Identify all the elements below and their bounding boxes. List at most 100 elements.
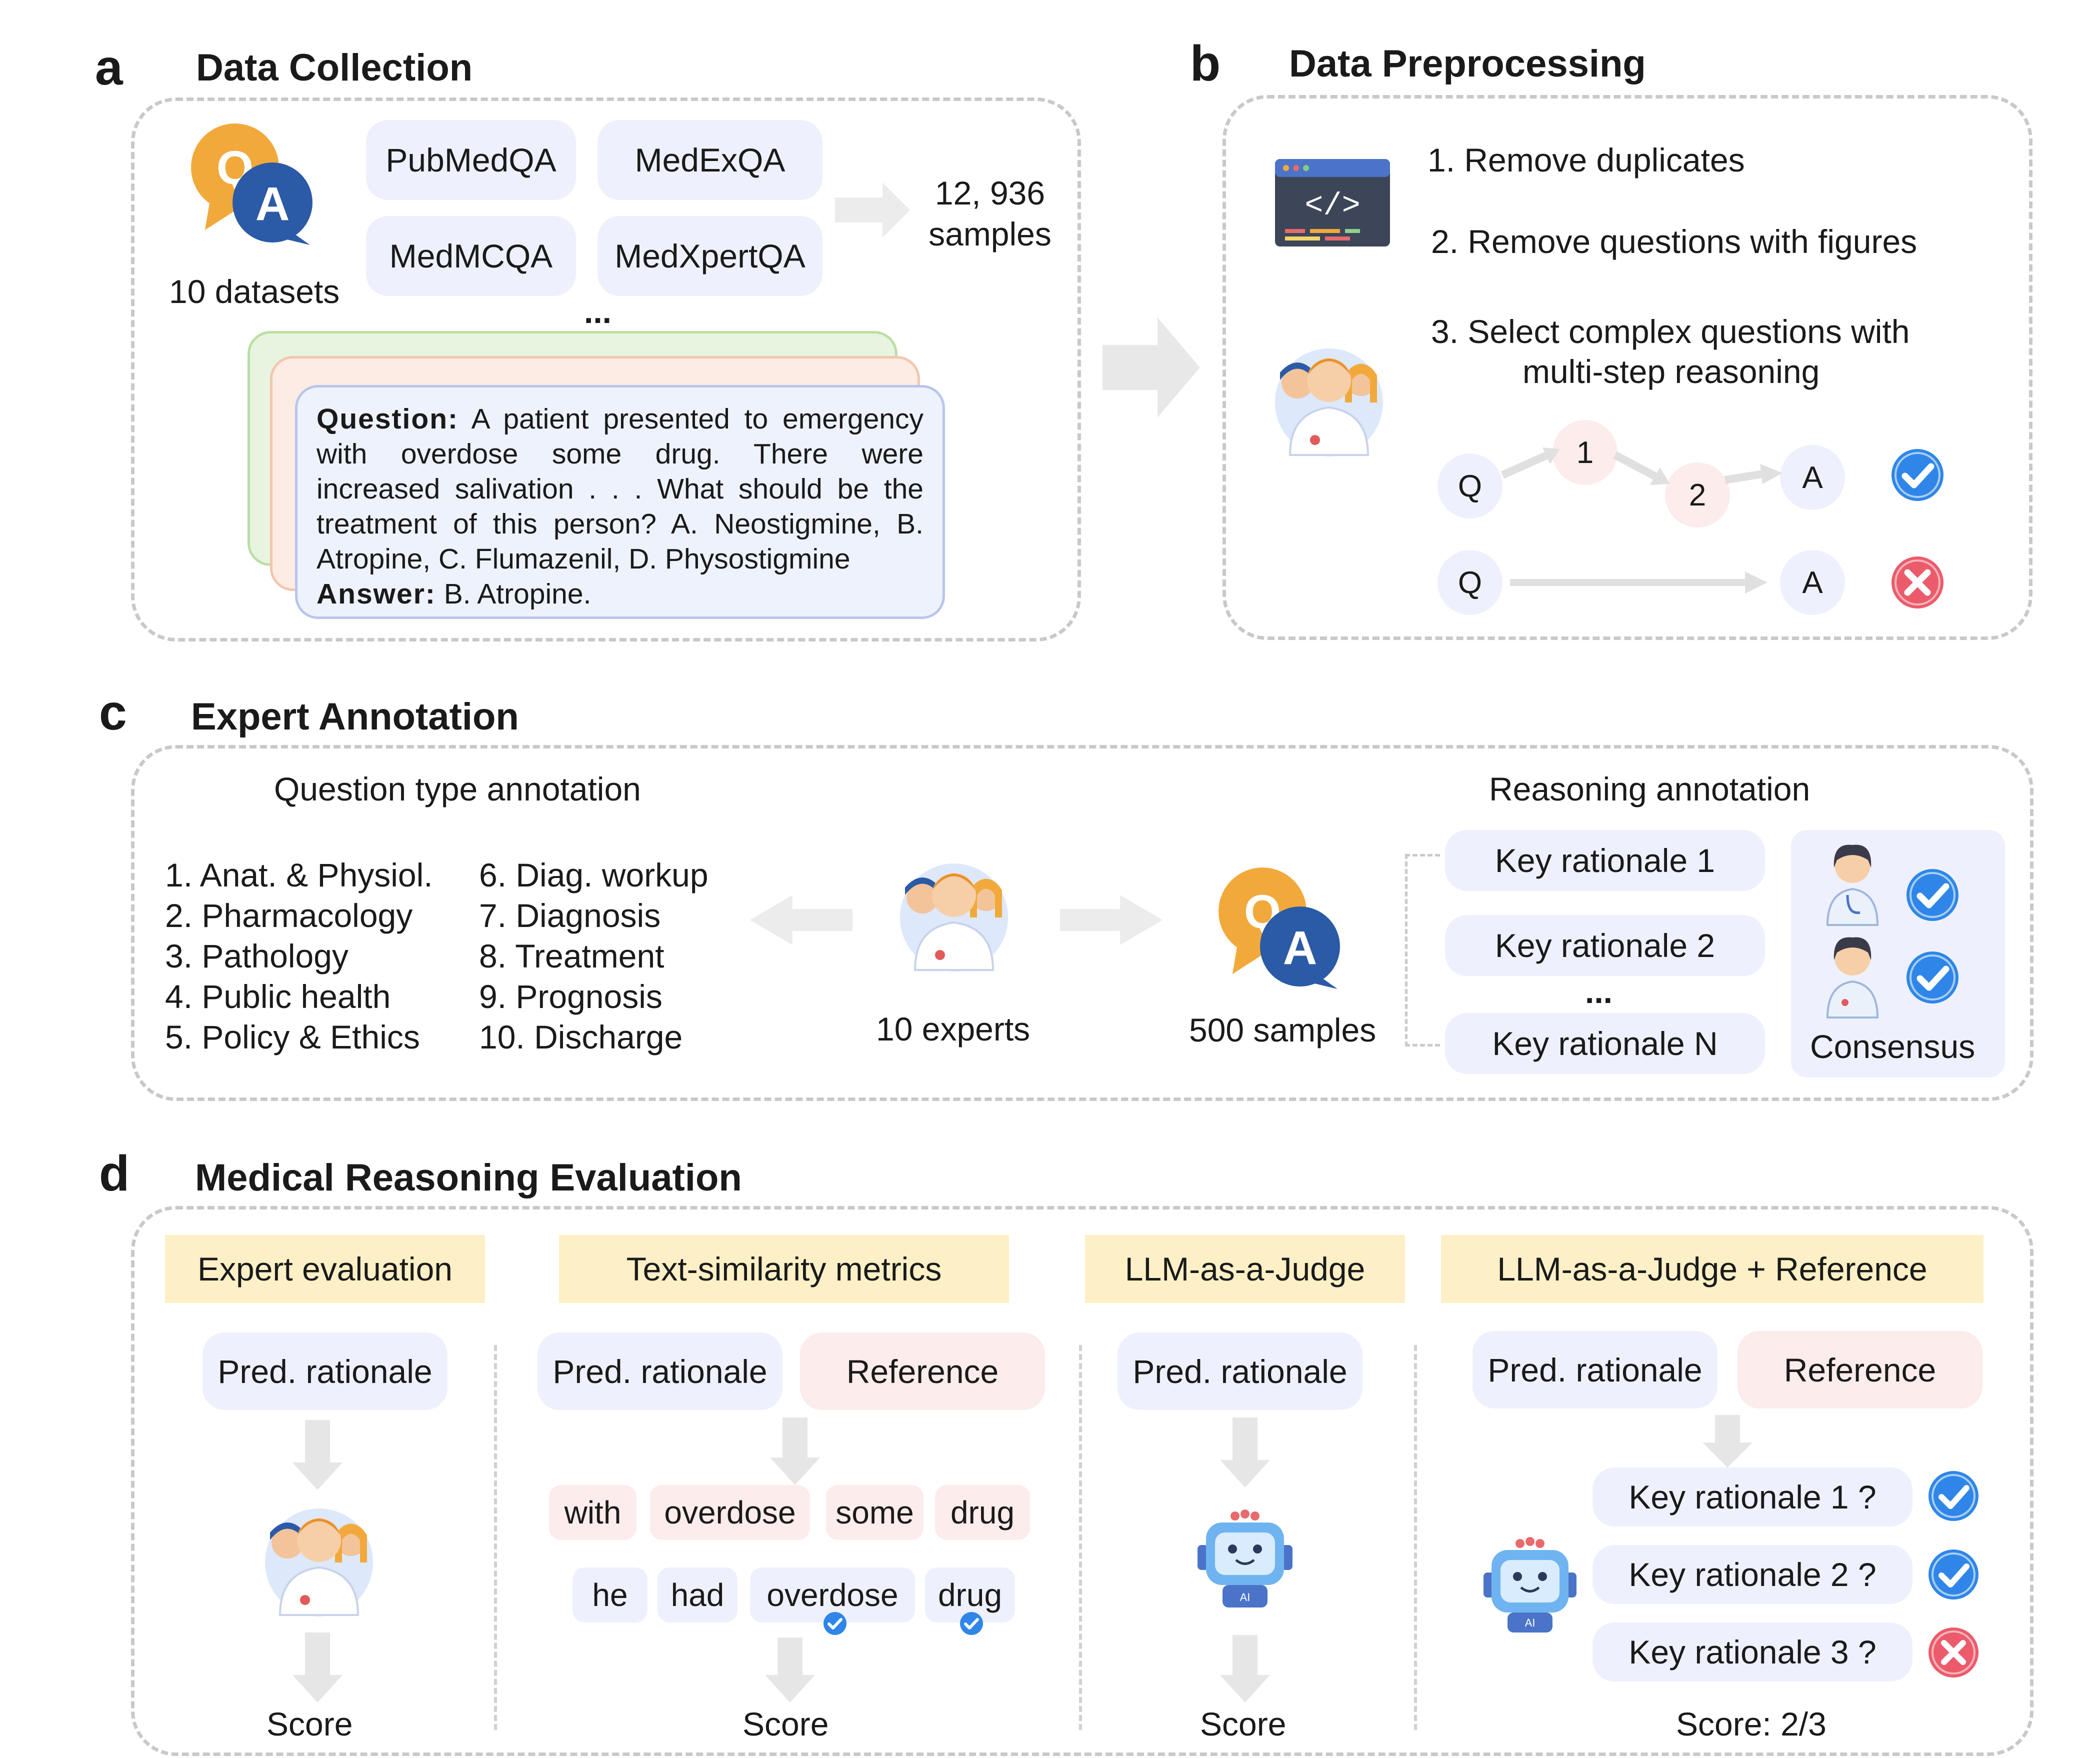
pred-rationale: Pred. rationale [1472, 1331, 1718, 1408]
arrow-down-icon [292, 1420, 342, 1490]
score-label: Score [1200, 1706, 1286, 1742]
check-icon [960, 1612, 983, 1635]
question-text: Question: A patient presented to emergen… [316, 403, 924, 610]
step-multi-step: multi-step reasoning [1522, 353, 1820, 390]
arrow-right-icon [835, 182, 910, 238]
qtype-list-left: 1. Anat. & Physiol. 2. Pharmacology 3. P… [165, 855, 433, 1058]
svg-text:A: A [256, 178, 290, 230]
doctor-female-icon [1826, 844, 1879, 926]
robot-icon: AI [1484, 1537, 1576, 1632]
arrow-down-icon [770, 1418, 820, 1485]
token-ref: with [549, 1485, 636, 1540]
check-icon [824, 1612, 846, 1635]
datasets-ellipsis: ... [584, 293, 612, 330]
arrow-down-icon [1702, 1415, 1752, 1468]
experts-label: 10 experts [876, 1010, 1030, 1048]
svg-text:AI: AI [1525, 1616, 1536, 1629]
svg-text:A: A [1283, 922, 1318, 974]
panel-a-frame [131, 98, 1081, 642]
dataset-medmcqa: MedMCQA [366, 216, 576, 296]
dataset-medexqa: MedExQA [598, 120, 822, 200]
key-check-1: Key rationale 1 ? [1592, 1468, 1912, 1526]
token-ref: overdose [650, 1485, 810, 1540]
panel-c-letter: c [99, 684, 127, 740]
experts-icon [900, 864, 1008, 972]
arrow-down-icon [292, 1632, 342, 1702]
arrow-down-icon [1220, 1418, 1270, 1488]
qtype-item: 3. Pathology [165, 938, 348, 974]
dataset-pubmedqa: PubMedQA [366, 120, 576, 200]
panel-b-frame [1222, 95, 2032, 640]
cross-icon [1892, 556, 1944, 608]
key-check-3: Key rationale 3 ? [1592, 1622, 1912, 1682]
samples-count: 12, 936 samples [928, 174, 1052, 252]
panel-d-frame [131, 1206, 2034, 1756]
column-divider [1414, 1345, 1417, 1730]
check-icon [1928, 1550, 1978, 1600]
check-icon [1906, 869, 1958, 921]
token-pred: overdose [750, 1568, 915, 1622]
pred-rationale: Pred. rationale [538, 1332, 782, 1410]
check-icon [1906, 952, 1958, 1004]
qtype-item: 9. Prognosis [479, 978, 662, 1015]
code-window-icon: </> [1275, 159, 1390, 246]
direct-arrow-icon [1510, 572, 1768, 594]
panel-b-letter: b [1190, 36, 1221, 92]
panel-d-letter: d [99, 1146, 130, 1202]
qa-icon: Q A [1218, 868, 1340, 989]
nurse-female-icon [1826, 937, 1879, 1018]
token-pred: he [572, 1568, 648, 1622]
header-expert-evaluation: Expert evaluation [165, 1235, 485, 1303]
score-label: Score [266, 1706, 353, 1742]
node-step-1: 1 [1552, 420, 1618, 485]
arrow-right-icon [1060, 895, 1162, 945]
qtype-item: 1. Anat. & Physiol. [165, 856, 433, 894]
big-arrow-right-icon [1102, 318, 1200, 418]
panel-b-title: Data Preprocessing [1289, 42, 1646, 85]
cross-icon [1928, 1628, 1978, 1678]
key-check-2: Key rationale 2 ? [1592, 1545, 1912, 1604]
consensus-label: Consensus [1810, 1028, 1976, 1065]
qtype-item: 10. Discharge [479, 1018, 683, 1056]
key-rationale-n: Key rationale N [1445, 1013, 1765, 1074]
step-remove-figures: 2. Remove questions with figures [1431, 223, 1918, 260]
qtype-item: 2. Pharmacology [165, 897, 413, 934]
column-divider [1079, 1345, 1082, 1730]
step-select-complex: 3. Select complex questions with [1431, 313, 1910, 350]
qa-icon: Q A [191, 124, 312, 245]
chain-arrows-icon [1500, 448, 1782, 485]
panel-d-title: Medical Reasoning Evaluation [195, 1156, 742, 1199]
panel-c-title: Expert Annotation [191, 696, 519, 738]
token-ref: drug [935, 1485, 1030, 1540]
node-a-2: A [1780, 550, 1845, 615]
key-rationale-1: Key rationale 1 [1445, 830, 1765, 891]
pred-rationale: Pred. rationale [1118, 1332, 1362, 1410]
experts-icon [265, 1508, 373, 1616]
dataset-medxpertqa: MedXpertQA [598, 216, 822, 296]
rationale-ellipsis: ... [1585, 973, 1613, 1010]
samples-label: 500 samples [1189, 1012, 1376, 1048]
qtype-list-right: 6. Diag. workup 7. Diagnosis 8. Treatmen… [479, 855, 708, 1058]
experts-icon [1275, 348, 1383, 456]
node-a-1: A [1780, 445, 1845, 510]
panel-c-frame [131, 745, 2034, 1101]
arrow-down-icon [1220, 1635, 1270, 1702]
check-icon [1928, 1471, 1978, 1521]
node-step-2: 2 [1665, 462, 1730, 528]
token-pred: had [658, 1568, 738, 1622]
datasets-label: 10 datasets [169, 273, 340, 310]
header-llm-judge-reference: LLM-as-a-Judge + Reference [1441, 1235, 1984, 1303]
check-icon [1892, 449, 1944, 501]
key-rationale-2: Key rationale 2 [1445, 915, 1765, 976]
step-remove-duplicates: 1. Remove duplicates [1428, 142, 1745, 178]
node-q-2: Q [1438, 550, 1502, 615]
qtype-item: 5. Policy & Ethics [165, 1018, 420, 1056]
qtype-item: 4. Public health [165, 978, 391, 1015]
arrow-left-icon [750, 895, 852, 945]
consensus-box [1791, 830, 2005, 1078]
qtype-heading: Question type annotation [274, 770, 641, 808]
panel-a-letter: a [95, 40, 123, 96]
node-q-1: Q [1438, 454, 1502, 518]
panel-a-title: Data Collection [196, 46, 473, 89]
svg-text:AI: AI [1240, 1591, 1250, 1604]
